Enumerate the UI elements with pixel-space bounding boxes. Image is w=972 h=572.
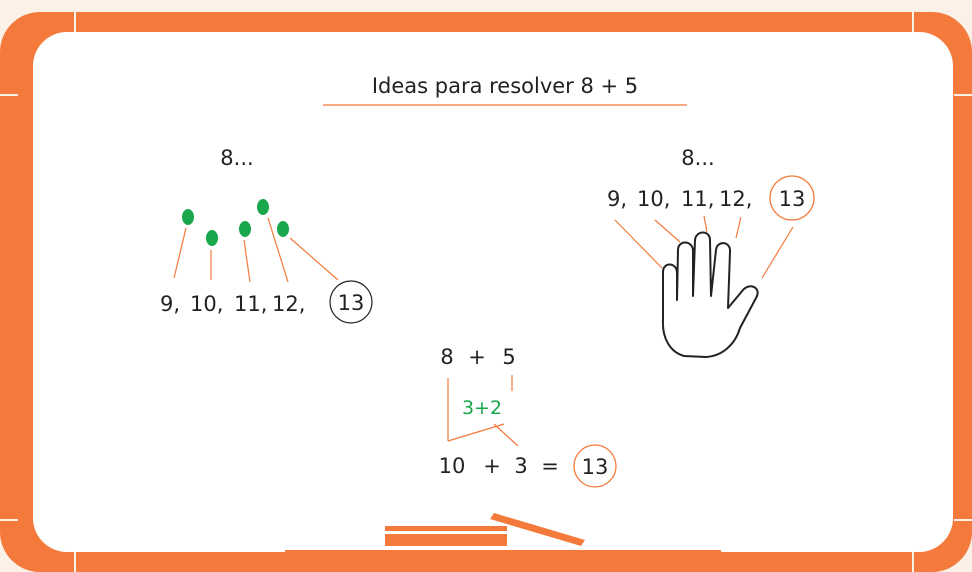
count-11: 11,	[681, 187, 714, 211]
chalk-tray	[285, 550, 721, 572]
count-9: 9,	[607, 187, 627, 211]
plus-sign: +	[468, 345, 486, 369]
expr-right: 5	[502, 345, 515, 369]
count-9: 9,	[160, 292, 180, 316]
count-10: 10,	[637, 187, 670, 211]
count-dot	[239, 221, 251, 237]
count-dot	[182, 209, 194, 225]
start-number: 8...	[220, 146, 253, 170]
plus-sign: +	[483, 454, 501, 478]
result-number: 13	[338, 291, 365, 315]
count-dot	[257, 199, 269, 215]
rest: 3	[514, 454, 527, 478]
split-parts: 3+2	[462, 397, 502, 419]
result-number: 13	[582, 455, 609, 479]
start-number: 8...	[681, 146, 714, 170]
count-dot	[206, 230, 218, 246]
count-11: 11,	[234, 292, 267, 316]
board-title: Ideas para resolver 8 + 5	[372, 74, 638, 98]
chalk-piece	[385, 534, 507, 546]
count-12: 12,	[719, 187, 752, 211]
count-dot	[277, 221, 289, 237]
equals-sign: =	[541, 454, 559, 478]
count-12: 12,	[272, 292, 305, 316]
ten: 10	[439, 454, 466, 478]
result-number: 13	[779, 187, 806, 211]
chalk-piece	[385, 526, 507, 531]
expr-left: 8	[440, 345, 453, 369]
count-10: 10,	[190, 292, 223, 316]
